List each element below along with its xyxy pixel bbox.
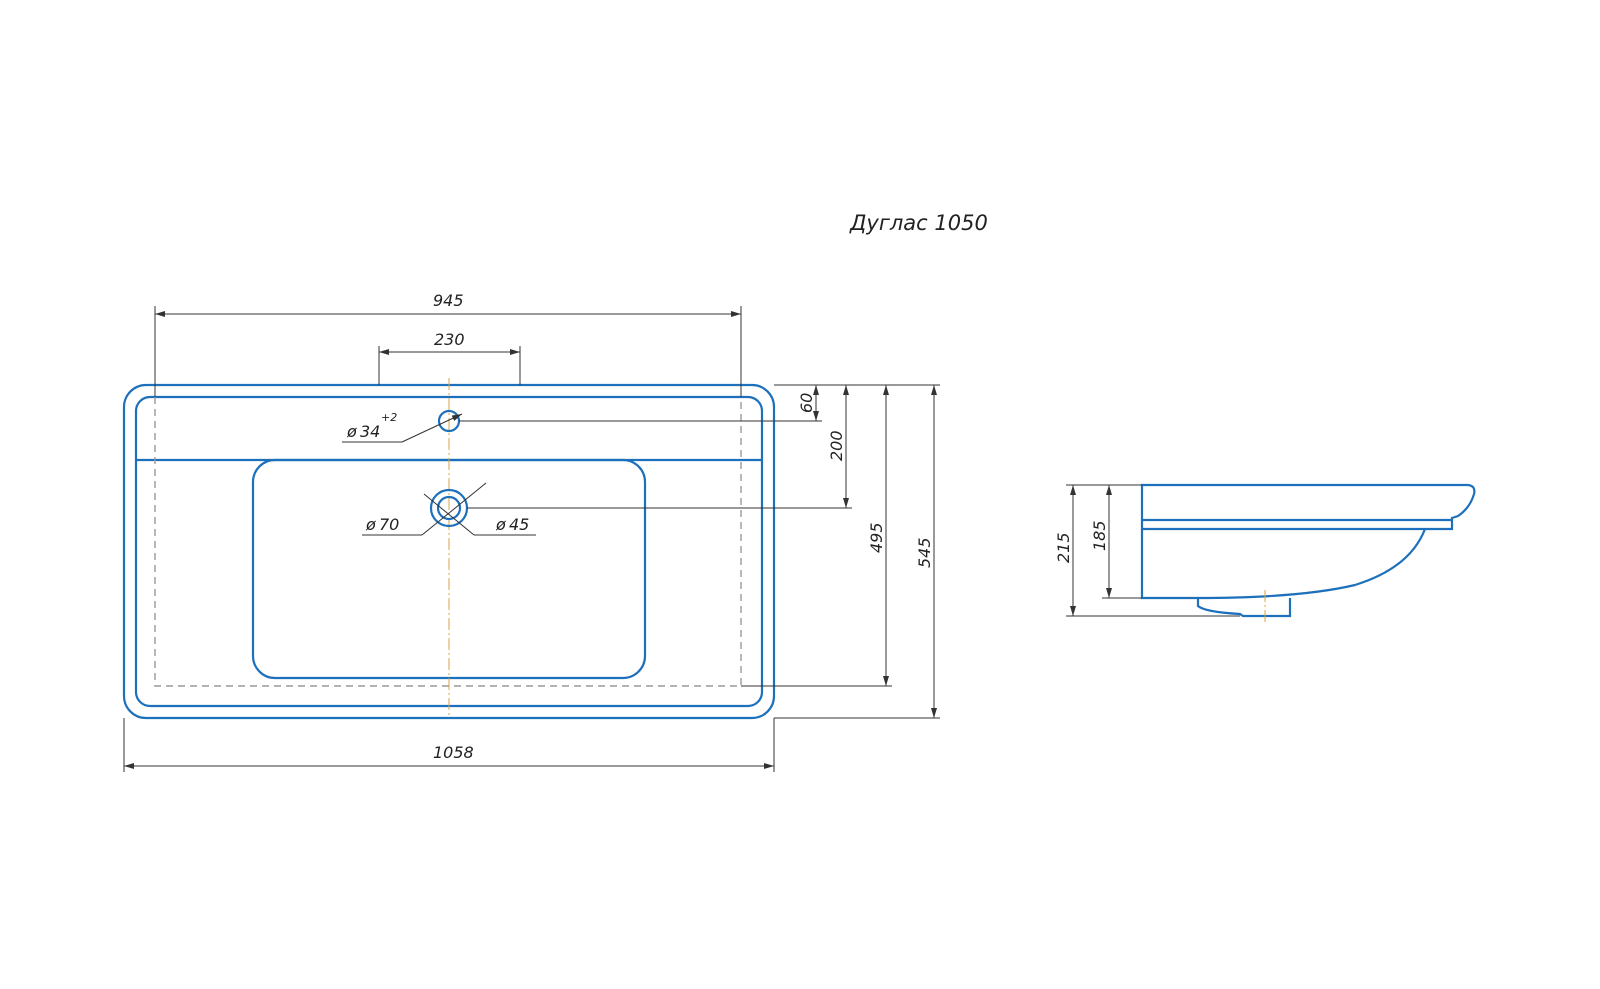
dim-70-label: 70 [379,515,399,534]
dim-45-symbol: ø [495,515,506,534]
side-bowl-outline [1140,528,1427,600]
side-view: 215 185 [1054,483,1476,622]
drain-inner [436,495,462,521]
side-profile-outline [1140,483,1476,531]
dim-34-tolerance: +2 [381,411,397,424]
dim-60-label: 60 [797,393,816,413]
dim-215-label: 215 [1054,532,1073,563]
dim-70-leader-b [421,482,487,536]
dim-230-label: 230 [434,330,465,349]
dim-545-label: 545 [915,537,934,568]
dim-70-symbol: ø [365,515,376,534]
dim-185-label: 185 [1090,520,1109,551]
dim-945-label: 945 [433,291,464,310]
dim-1058-label: 1058 [433,743,474,762]
top-view: 945 230 1058 ø 34 +2 ø 70 ø 45 [122,291,940,772]
dim-34-leader-b [401,413,463,443]
drawing-title: Дуглас 1050 [849,211,988,235]
dim-495-label: 495 [867,522,886,553]
hidden-cabinet-outline [154,397,742,687]
dim-45-leader-b [423,493,475,536]
dim-34-label: 34 [360,422,380,441]
dim-200-label: 200 [827,430,846,461]
dim-34-symbol: ø [346,422,357,441]
side-drain-outline [1196,598,1292,618]
dim-45-label: 45 [509,515,529,534]
